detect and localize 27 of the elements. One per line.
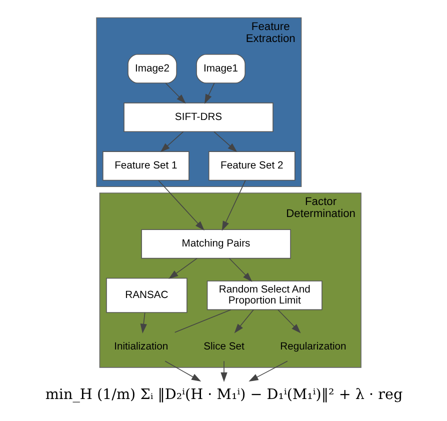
arrow xyxy=(168,258,197,279)
node-text: min_H (1/m) Σᵢ ‖D₂ⁱ(H · M₁ⁱ) − D₁ⁱ(M₁ⁱ)‖² + λ · reg xyxy=(44,386,402,403)
arrow xyxy=(164,360,201,382)
node-text: Initialization xyxy=(114,341,168,352)
node-box: Image1 xyxy=(196,54,245,84)
arrow xyxy=(234,309,254,334)
node-text: Regularization xyxy=(280,341,346,352)
node-box: RANSAC xyxy=(106,278,187,313)
arrow xyxy=(140,312,146,334)
arrow xyxy=(213,131,237,152)
node-box: Feature Set 2 xyxy=(208,151,295,181)
node-box: Feature Set 1 xyxy=(102,151,189,181)
arrow xyxy=(221,180,246,231)
node-box: Matching Pairs xyxy=(140,229,290,259)
arrow xyxy=(164,82,186,104)
arrow xyxy=(158,180,204,230)
node-text: Slice Set xyxy=(203,341,244,352)
node-box: Random Select And Proportion Limit xyxy=(206,280,322,310)
arrow xyxy=(248,360,288,382)
node-box: Image2 xyxy=(127,54,176,84)
node-box: SIFT-DRS xyxy=(123,102,273,132)
arrow xyxy=(277,309,300,334)
arrow xyxy=(160,131,184,152)
arrow xyxy=(220,360,227,382)
arrow xyxy=(228,258,252,282)
connector xyxy=(174,309,231,333)
arrow xyxy=(204,82,214,104)
